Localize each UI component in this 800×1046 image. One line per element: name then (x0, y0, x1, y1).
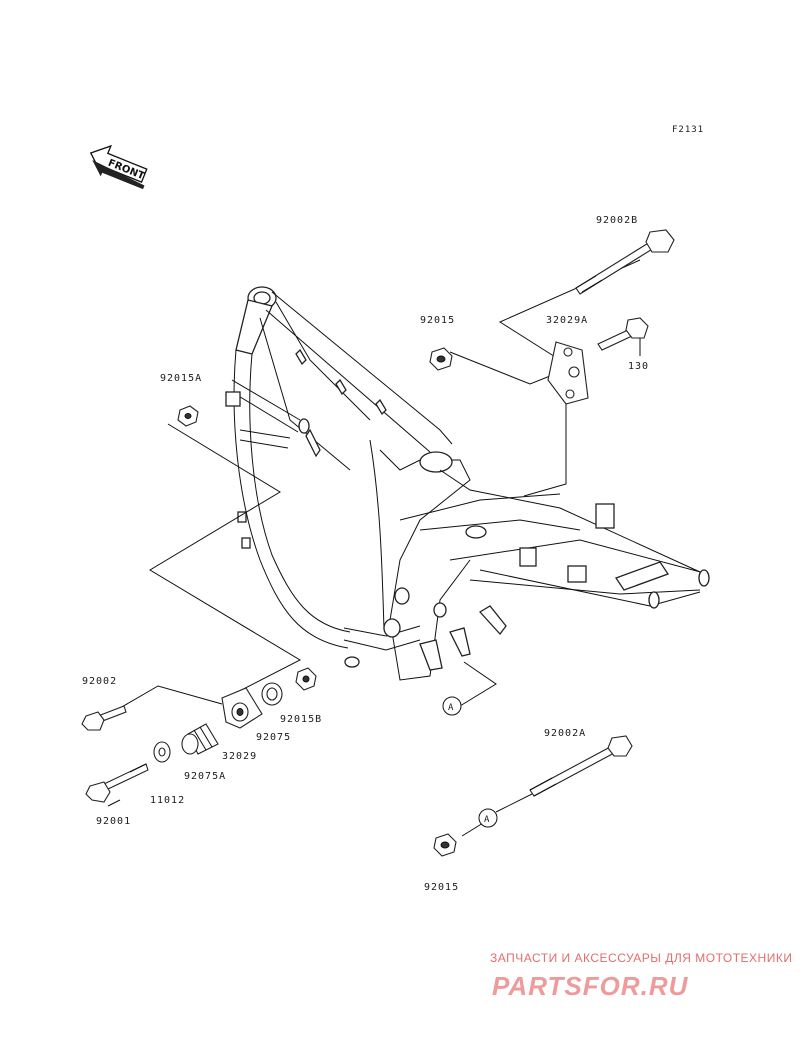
label-92015-bottom: 92015 (424, 882, 459, 893)
svg-text:A: A (484, 815, 490, 825)
rubber-92075A (181, 723, 219, 755)
bolt-92002A (529, 735, 633, 797)
label-92002B: 92002B (596, 215, 638, 226)
bolt-92002B (575, 229, 675, 295)
nut-92015-top (429, 347, 453, 371)
label-92075A: 92075A (184, 771, 226, 782)
ref-marker-a-lower: A (478, 808, 498, 828)
svg-text:A: A (448, 703, 454, 713)
nut-92015B (295, 667, 317, 691)
label-92002: 92002 (82, 676, 117, 687)
bracket-32029 (221, 687, 263, 729)
label-92015-top: 92015 (420, 315, 455, 326)
nut-92015-bottom (433, 833, 457, 857)
label-92002A: 92002A (544, 728, 586, 739)
figure-code: F2131 (672, 125, 704, 135)
label-92015A: 92015A (160, 373, 202, 384)
motorcycle-frame (225, 286, 710, 681)
bolt-92002 (81, 705, 127, 731)
label-92001: 92001 (96, 816, 131, 827)
label-32029A: 32029A (546, 315, 588, 326)
watermark-brand: PARTSFOR.RU (492, 971, 689, 1001)
label-11012: 11012 (150, 795, 185, 806)
rubber-92075 (261, 682, 283, 706)
bracket-32029A (547, 341, 589, 405)
label-92075: 92075 (256, 732, 291, 743)
ref-marker-a-upper: A (442, 696, 462, 716)
bolt-92001 (85, 763, 149, 807)
label-130: 130 (628, 361, 649, 372)
washer-11012 (153, 741, 171, 763)
watermark-tagline: ЗАПЧАСТИ И АКСЕССУАРЫ ДЛЯ МОТОТЕХНИКИ (490, 951, 792, 965)
front-direction-arrow: FRONT (89, 144, 148, 190)
bolt-130 (597, 317, 649, 356)
label-32029: 32029 (222, 751, 257, 762)
nut-92015A (177, 405, 199, 427)
label-92015B: 92015B (280, 714, 322, 725)
